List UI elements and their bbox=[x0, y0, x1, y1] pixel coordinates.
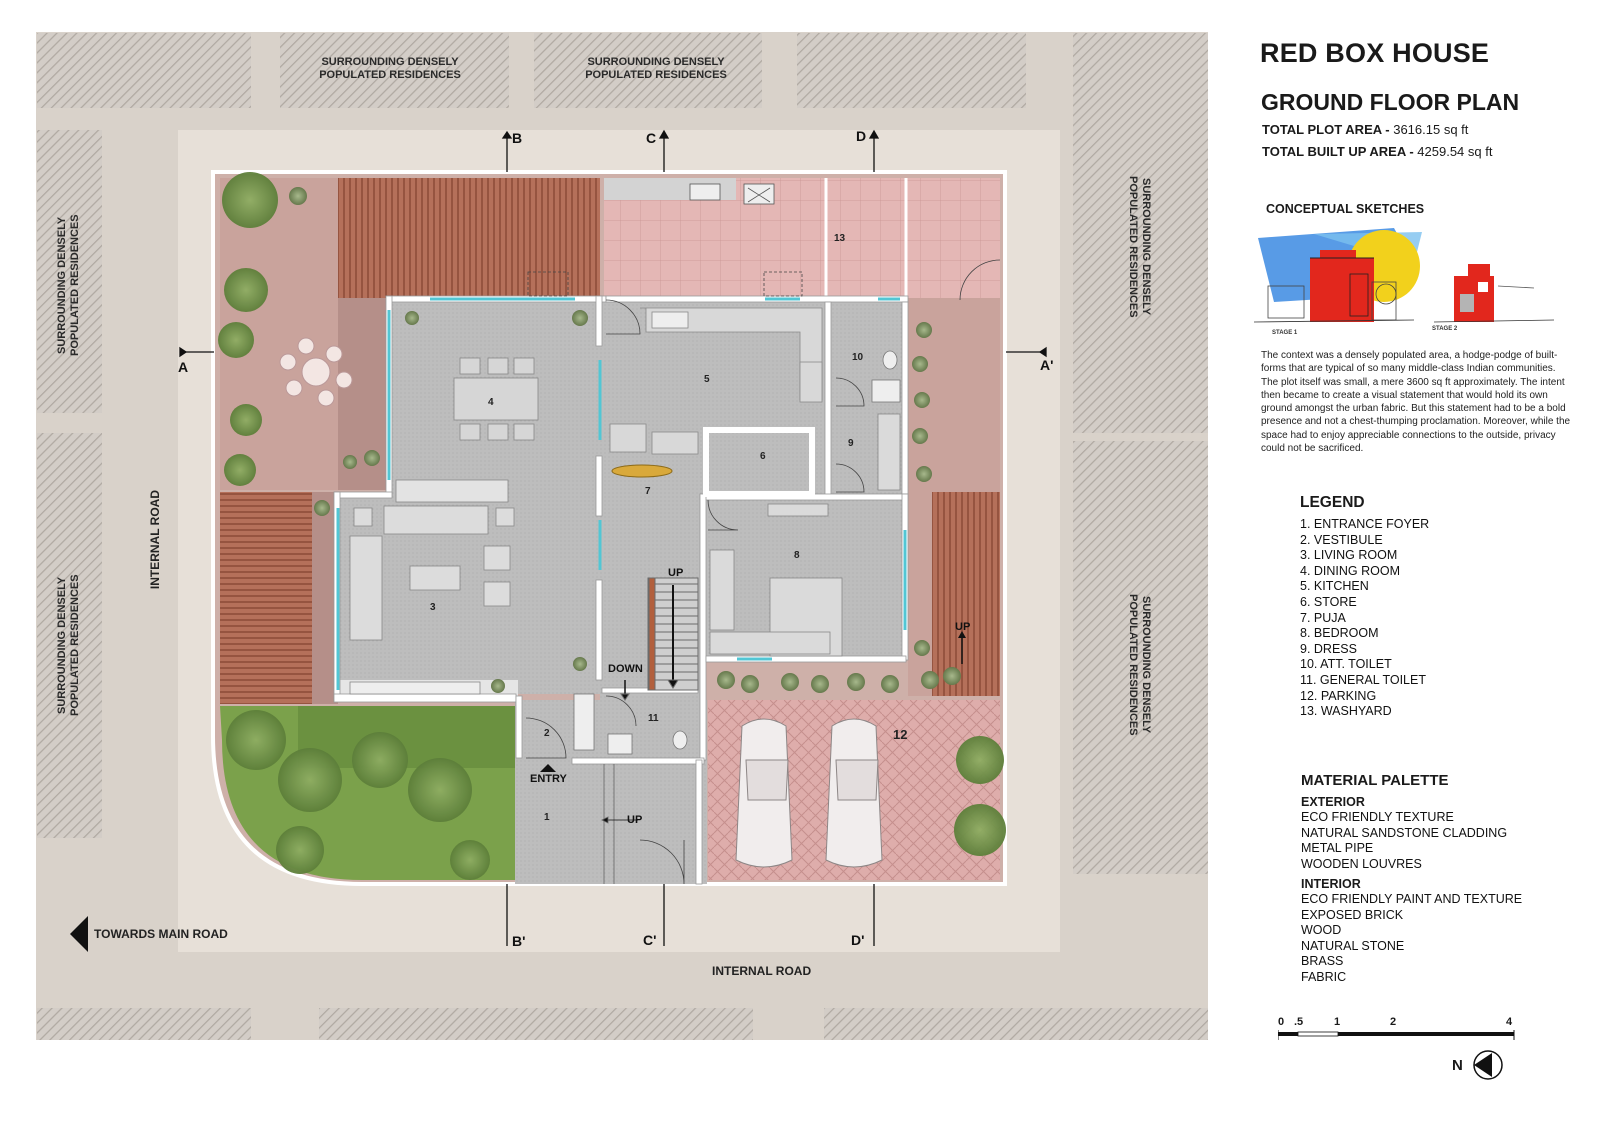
material-item: WOODEN LOUVRES bbox=[1301, 856, 1422, 871]
material-item: ECO FRIENDLY TEXTURE bbox=[1301, 810, 1454, 824]
exterior-heading: EXTERIOR bbox=[1301, 795, 1365, 809]
concept-description: The context was a densely populated area… bbox=[1261, 350, 1571, 455]
entry-label: ENTRY bbox=[530, 773, 567, 785]
room-number-6: 6 bbox=[760, 451, 766, 462]
room-number-10: 10 bbox=[852, 352, 864, 363]
section-a-prime-label: A' bbox=[1040, 357, 1054, 373]
surrounding-residences-label: SURROUNDING DENSELY POPULATED RESIDENCES bbox=[319, 56, 461, 81]
room-number-9: 9 bbox=[848, 438, 854, 449]
internal-road-label-bottom: INTERNAL ROAD bbox=[712, 964, 812, 978]
legend-item: 5. KITCHEN bbox=[1300, 579, 1369, 594]
surrounding-residences-label: SURROUNDING DENSELY POPULATED RESIDENCES bbox=[56, 214, 81, 356]
north-arrow-icon bbox=[1473, 1050, 1503, 1080]
built-up-area-label: TOTAL BUILT UP AREA - bbox=[1262, 144, 1414, 159]
project-title: RED BOX HOUSE bbox=[1260, 38, 1490, 68]
north-arrow: N bbox=[1452, 1048, 1522, 1082]
plot-area-value: 3616.15 sq ft bbox=[1393, 122, 1469, 137]
room-number-13: 13 bbox=[834, 233, 846, 244]
room-number-12: 12 bbox=[893, 727, 908, 742]
built-up-area: TOTAL BUILT UP AREA - 4259.54 sq ft bbox=[1262, 144, 1492, 159]
surrounding-residences-label: SURROUNDING DENSELY POPULATED RESIDENCES bbox=[56, 574, 81, 716]
surrounding-residences-label: SURROUNDING DENSELY POPULATED RESIDENCES bbox=[585, 56, 727, 81]
scale-tick-label: .5 bbox=[1294, 1016, 1304, 1028]
material-palette-heading: MATERIAL PALETTE bbox=[1301, 772, 1449, 789]
stage-2-label: STAGE 2 bbox=[1432, 326, 1458, 332]
plot-area: TOTAL PLOT AREA - 3616.15 sq ft bbox=[1262, 122, 1468, 137]
section-d-prime-label: D' bbox=[851, 932, 865, 948]
section-b-prime-label: B' bbox=[512, 933, 526, 949]
floor-plan: SURROUNDING DENSELY POPULATED RESIDENCES… bbox=[36, 32, 1208, 1040]
material-item: NATURAL SANDSTONE CLADDING bbox=[1301, 825, 1508, 840]
legend-item: 13. WASHYARD bbox=[1300, 704, 1392, 719]
room-number-5: 5 bbox=[704, 374, 710, 385]
legend-item: 12. PARKING bbox=[1300, 688, 1377, 703]
surrounding-residences-label: SURROUNDING DENSELY POPULATED RESIDENCES bbox=[1127, 176, 1152, 318]
material-item: BRASS bbox=[1301, 954, 1344, 969]
section-c-label: C bbox=[646, 130, 657, 146]
section-d-label: D bbox=[856, 128, 867, 144]
scale-tick-label: 1 bbox=[1334, 1016, 1341, 1028]
internal-road-label-left: INTERNAL ROAD bbox=[148, 490, 162, 590]
drawing-title: GROUND FLOOR PLAN bbox=[1261, 89, 1520, 115]
scale-bar: 0 .5 1 2 4 bbox=[1276, 1016, 1576, 1046]
legend-heading: LEGEND bbox=[1300, 494, 1365, 511]
entry-up-label: UP bbox=[627, 814, 643, 826]
material-item: ECO FRIENDLY PAINT AND TEXTURE bbox=[1301, 892, 1523, 906]
sketches-heading: CONCEPTUAL SKETCHES bbox=[1266, 202, 1425, 216]
legend-item: 6. STORE bbox=[1300, 594, 1357, 609]
towards-main-road-label: TOWARDS MAIN ROAD bbox=[94, 927, 228, 941]
scale-tick-label: 0 bbox=[1278, 1016, 1285, 1028]
section-b-label: B bbox=[512, 130, 523, 146]
legend-item: 8. BEDROOM bbox=[1300, 626, 1379, 641]
info-panel: RED BOX HOUSE GROUND FLOOR PLAN TOTAL PL… bbox=[1240, 0, 1600, 1130]
conceptual-sketches: STAGE 1 STAGE 2 bbox=[1253, 224, 1555, 344]
room-number-3: 3 bbox=[430, 602, 436, 613]
legend-item: 9. DRESS bbox=[1300, 641, 1357, 656]
legend-item: 10. ATT. TOILET bbox=[1300, 657, 1392, 672]
room-number-4: 4 bbox=[488, 397, 494, 408]
room-number-1: 1 bbox=[544, 812, 550, 823]
material-item: NATURAL STONE bbox=[1301, 938, 1405, 953]
legend-item: 2. VESTIBULE bbox=[1300, 532, 1383, 547]
legend-item: 11. GENERAL TOILET bbox=[1300, 672, 1426, 687]
scale-tick-label: 4 bbox=[1506, 1016, 1513, 1028]
sketch-drawing bbox=[1253, 228, 1555, 323]
legend-item: 4. DINING ROOM bbox=[1300, 563, 1401, 578]
scale-tick-label: 2 bbox=[1390, 1016, 1397, 1028]
room-number-8: 8 bbox=[794, 550, 800, 561]
interior-materials: ECO FRIENDLY PAINT AND TEXTURE EXPOSED B… bbox=[1301, 892, 1522, 986]
legend-item: 7. PUJA bbox=[1300, 610, 1346, 625]
legend-item: 3. LIVING ROOM bbox=[1300, 548, 1398, 563]
built-up-area-value: 4259.54 sq ft bbox=[1417, 144, 1493, 159]
room-number-7: 7 bbox=[645, 486, 651, 497]
legend-list: 1. ENTRANCE FOYER 2. VESTIBULE 3. LIVING… bbox=[1300, 517, 1429, 720]
surrounding-residences-label: SURROUNDING DENSELY POPULATED RESIDENCES bbox=[1127, 594, 1152, 736]
interior-heading: INTERIOR bbox=[1301, 877, 1361, 891]
stair-up-label: UP bbox=[668, 567, 684, 579]
section-c-prime-label: C' bbox=[643, 932, 657, 948]
stair-down-label: DOWN bbox=[608, 663, 643, 675]
material-item: EXPOSED BRICK bbox=[1301, 907, 1404, 922]
material-item: METAL PIPE bbox=[1301, 841, 1374, 856]
room-number-2: 2 bbox=[544, 728, 550, 739]
legend-item: 1. ENTRANCE FOYER bbox=[1300, 517, 1430, 531]
material-item: FABRIC bbox=[1301, 969, 1347, 984]
floor-plan-drawing bbox=[36, 32, 1208, 1040]
room-number-11: 11 bbox=[648, 713, 659, 724]
exterior-materials: ECO FRIENDLY TEXTURE NATURAL SANDSTONE C… bbox=[1301, 810, 1507, 872]
plot-area-label: TOTAL PLOT AREA - bbox=[1262, 122, 1390, 137]
parking-up-label: UP bbox=[955, 621, 971, 633]
scale-bar-graphic bbox=[1278, 1030, 1515, 1040]
material-item: WOOD bbox=[1301, 923, 1342, 938]
section-a-label: A bbox=[178, 359, 189, 375]
stage-1-label: STAGE 1 bbox=[1272, 330, 1298, 336]
north-label: N bbox=[1452, 1057, 1463, 1074]
